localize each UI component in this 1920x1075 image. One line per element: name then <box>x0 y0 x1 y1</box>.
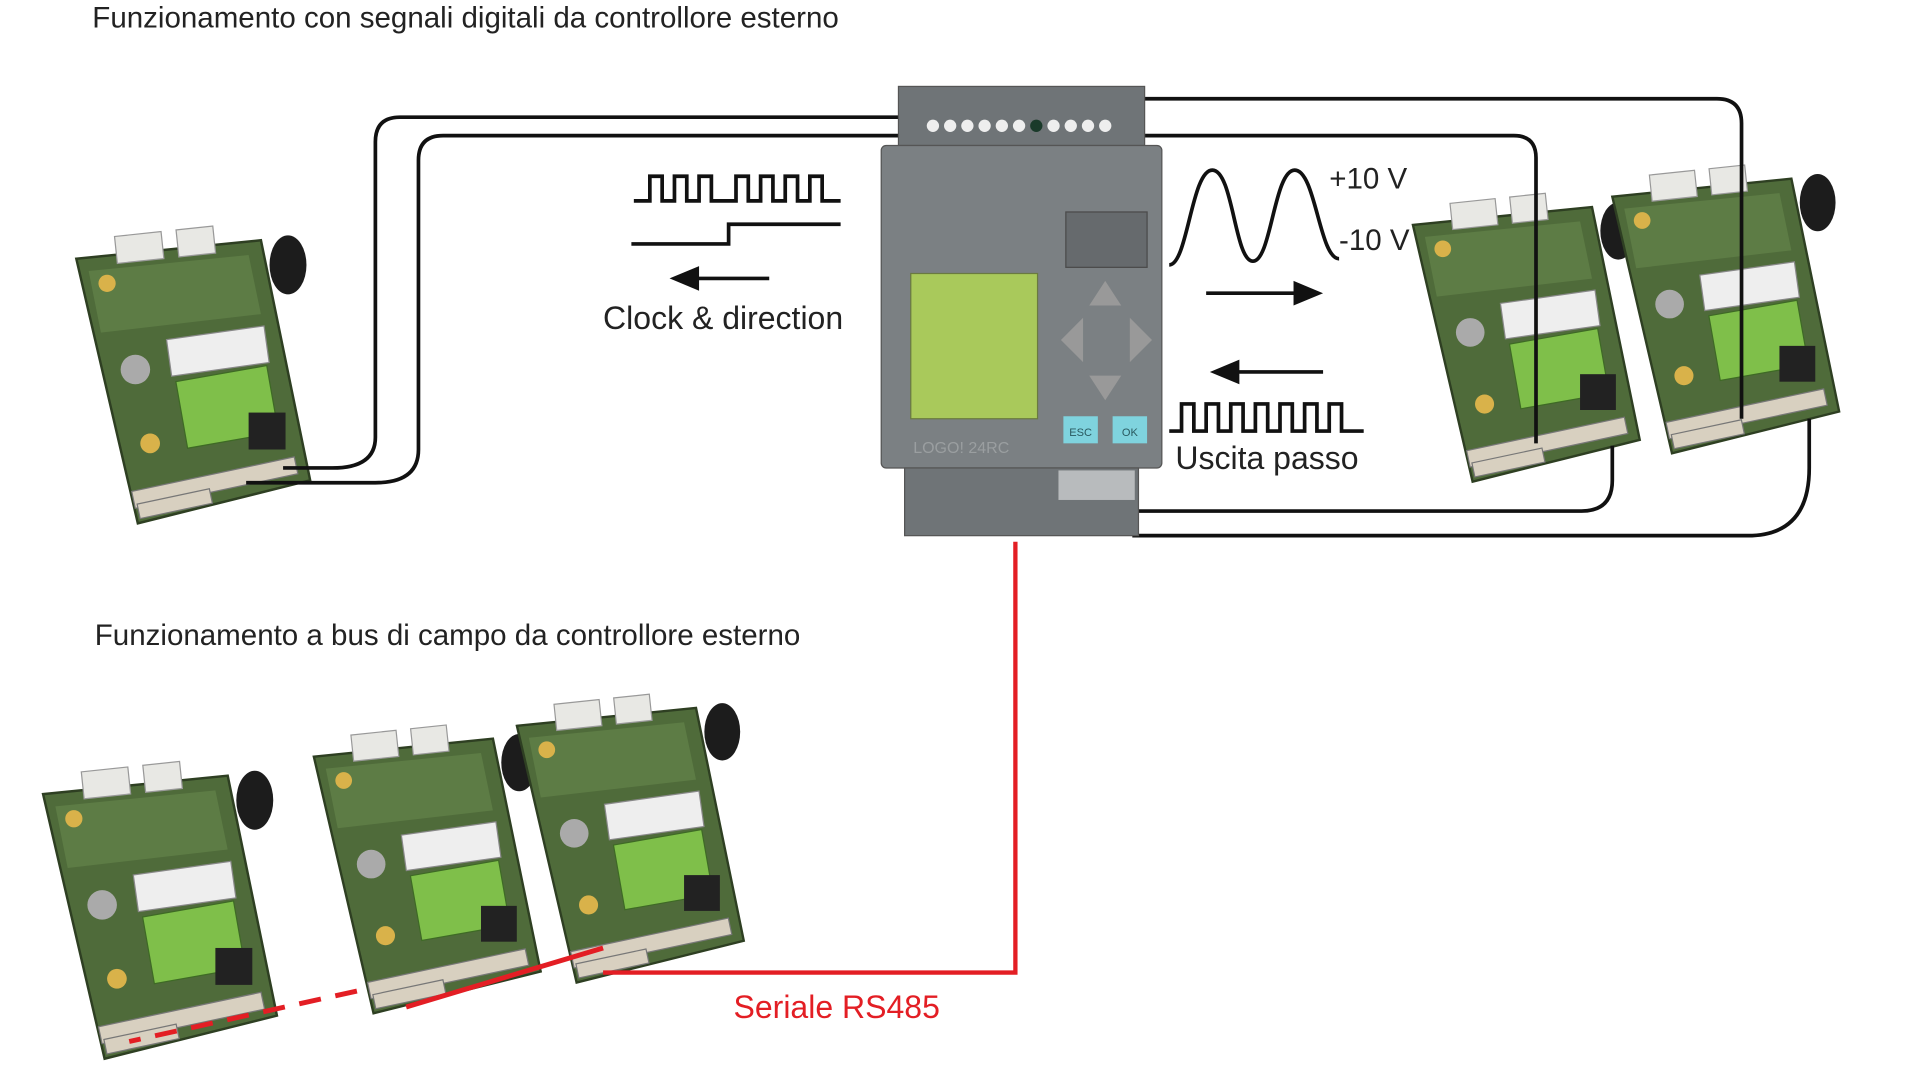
driver-board-left <box>75 224 312 525</box>
plc-up-arrow-icon[interactable] <box>1089 280 1122 306</box>
minus-voltage-label: -10 V <box>1339 224 1410 257</box>
plc-terminals <box>926 119 1112 132</box>
wire-analog-2 <box>1144 96 1744 419</box>
plc-controller: ESC OK LOGO! 24RC <box>880 85 1163 537</box>
wire-analog-1 <box>1144 133 1538 444</box>
analog-waveform <box>1168 168 1340 267</box>
driver-board-bus-2 <box>312 723 542 1015</box>
step-waveform <box>1169 402 1364 433</box>
wire-step-2 <box>1132 418 1812 538</box>
clock-direction-label: Clock & direction <box>603 300 843 336</box>
svg-text:OK: OK <box>1122 427 1139 439</box>
driver-board-right-1 <box>1411 192 1641 483</box>
clock-waveform <box>633 174 841 203</box>
title-fieldbus: Funzionamento a bus di campo da controll… <box>95 619 801 652</box>
serial-line <box>603 541 1018 975</box>
direction-waveform <box>631 222 841 246</box>
wire-step-1 <box>1132 445 1615 513</box>
plc-left-arrow-icon[interactable] <box>1060 317 1084 363</box>
driver-board-bus-3 <box>515 693 745 984</box>
wire-direction <box>246 133 899 485</box>
driver-board-right-2 <box>1611 163 1841 455</box>
wire-clock <box>283 115 899 470</box>
plc-down-arrow-icon[interactable] <box>1089 375 1122 401</box>
plc-right-arrow-icon[interactable] <box>1129 317 1152 363</box>
plc-lcd <box>910 272 1039 420</box>
title-digital: Funzionamento con segnali digitali da co… <box>92 1 839 34</box>
plc-ok-button[interactable]: OK <box>1112 416 1148 444</box>
step-output-label: Uscita passo <box>1175 440 1358 476</box>
serial-dashed-link <box>128 988 358 1044</box>
plc-esc-button[interactable]: ESC <box>1063 416 1098 444</box>
serial-label: Seriale RS485 <box>734 989 940 1025</box>
serial-link <box>405 945 604 1010</box>
svg-text:ESC: ESC <box>1069 427 1092 439</box>
plc-brand: LOGO! 24RC <box>913 440 1009 457</box>
plus-voltage-label: +10 V <box>1329 163 1407 196</box>
